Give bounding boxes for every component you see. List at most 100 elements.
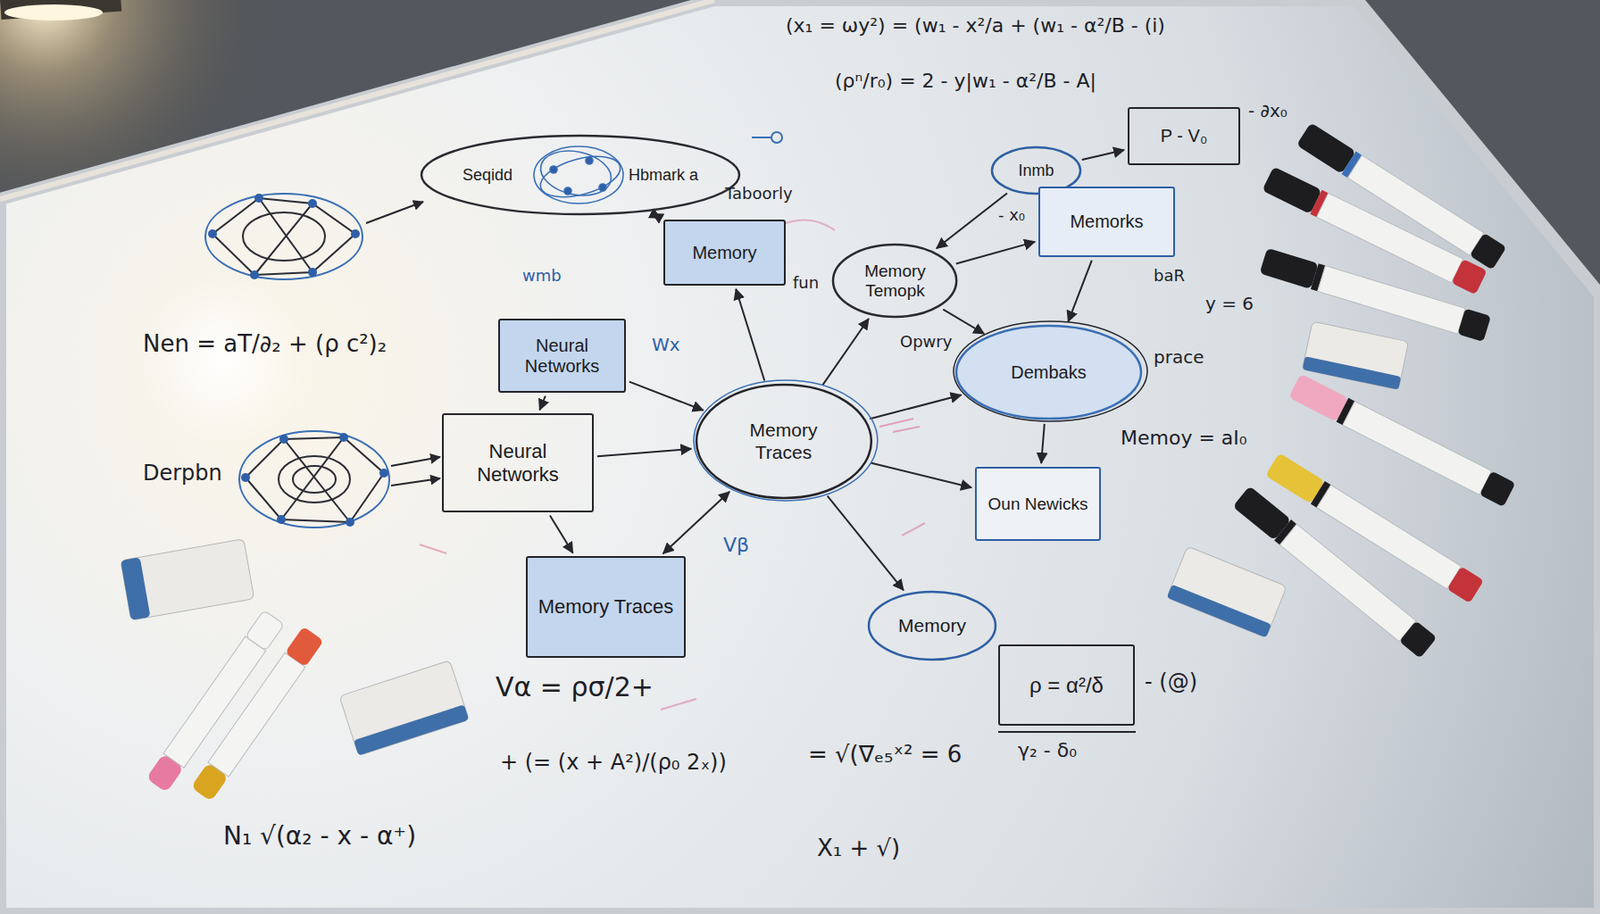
sketch-ring <box>278 456 350 503</box>
sketch-arrow <box>366 201 424 224</box>
process-box: Neural Networks <box>441 413 594 513</box>
ellipse-ring <box>953 321 1148 422</box>
node-text: Memory Traces <box>538 595 675 618</box>
eraser-felt <box>1166 584 1272 639</box>
node-content: Inmb <box>1017 161 1054 181</box>
sketch-arrow <box>391 457 441 467</box>
marker-end <box>1399 620 1437 659</box>
node-text: Memory Traces <box>724 419 842 463</box>
node-text: Memory <box>691 242 757 264</box>
sketch-ring <box>292 466 336 493</box>
ellipse-shape <box>696 384 872 499</box>
sketch-dot <box>379 468 389 478</box>
connector-arrow <box>1067 260 1092 323</box>
sketch-dot <box>308 267 317 277</box>
handwritten-note: Taboorly <box>725 183 793 204</box>
formula-box: P - V₀ <box>1127 107 1241 166</box>
connector-arrow <box>1041 424 1045 464</box>
node-content: SeqiddHbmark a <box>462 166 699 185</box>
equation: (x₁ = ωy²) = (w₁ - x²/a + (w₁ - α²/B - (… <box>785 14 1166 38</box>
marker-cap <box>1288 374 1349 423</box>
sketch-dot <box>339 433 349 442</box>
small-circle <box>771 132 783 143</box>
handwritten-note: wmb <box>522 266 562 286</box>
sketch-ring <box>242 212 325 261</box>
node-content: Memory Traces <box>724 419 842 463</box>
eraser <box>1302 321 1409 391</box>
node-content: Memory Traces <box>538 595 675 618</box>
marker-end <box>1447 566 1484 603</box>
process-box: Neural Networks <box>498 318 626 393</box>
node-text: Inmb <box>1017 161 1054 181</box>
ellipse-shape <box>956 325 1142 419</box>
equation: = √(∇ₑ₅ˣ² = 6 <box>808 741 962 769</box>
pink-scribble <box>879 418 920 433</box>
connector-group <box>539 150 1125 591</box>
marker-end <box>1457 308 1491 342</box>
blob-dot <box>585 157 593 165</box>
eraser-block <box>120 539 255 621</box>
connector-arrow <box>870 462 972 488</box>
sketch-dot <box>350 229 360 239</box>
equation: N₁ √(α₂ - x - α⁺) <box>223 821 417 852</box>
sketch-dot <box>308 199 317 209</box>
node-content: Dembaks <box>1010 362 1086 384</box>
equation: + (= (x + A²)/(ρ₀ 2ₓ)) <box>500 750 727 776</box>
sketch-dot <box>241 473 250 483</box>
network-sketch <box>239 431 441 528</box>
node-text: Neural Networks <box>452 440 584 486</box>
process-box: Memory <box>663 219 786 286</box>
concept-ellipse: SeqiddHbmark a <box>419 133 742 217</box>
handwritten-note: Opwry <box>900 332 952 352</box>
eraser-felt <box>120 557 150 621</box>
marker-body <box>1279 524 1417 642</box>
eraser-block <box>1166 546 1287 638</box>
connector-arrow <box>735 289 765 382</box>
ellipse-shape <box>833 244 957 317</box>
process-box: Oun Newicks <box>975 466 1101 542</box>
concept-ellipse: Memory <box>866 590 998 662</box>
equation: - x₀ <box>998 205 1025 225</box>
equation: Memoy = aI₀ <box>1120 426 1248 450</box>
process-box: Memory Traces <box>525 556 686 659</box>
eraser-block <box>1302 321 1409 391</box>
connector-arrow <box>936 192 1008 249</box>
marker-end <box>245 610 285 652</box>
fraction-line <box>998 731 1136 734</box>
process-box: Memorks <box>1038 186 1175 258</box>
node-content: Memory Temopk <box>854 261 937 301</box>
concept-ellipse: Memory Temopk <box>831 242 959 319</box>
handwritten-note: prace <box>1153 346 1204 368</box>
sketch-ring <box>239 431 390 528</box>
marker-end <box>1469 233 1507 270</box>
handwritten-note: fun <box>792 273 819 293</box>
pink-scribble <box>419 523 925 710</box>
node-text: Oun Newicks <box>988 494 1089 515</box>
connector-arrow <box>942 309 984 334</box>
equation: (ρⁿ/r₀) = 2 - y|w₁ - α²/B - A| <box>834 69 1097 93</box>
sketch-dot <box>208 229 217 239</box>
marker-body <box>1317 266 1467 335</box>
ellipse-ring <box>693 380 878 501</box>
sketch-arrow <box>391 478 441 486</box>
equation: - (@) <box>1144 669 1198 696</box>
network-sketch <box>205 193 424 280</box>
marker-end <box>284 626 325 668</box>
connector-arrow <box>822 318 869 386</box>
weight-label: Vβ <box>723 533 750 558</box>
node-content: Oun Newicks <box>988 494 1089 515</box>
sketch-links <box>212 198 356 275</box>
blob-ring <box>535 149 625 205</box>
eraser <box>120 539 255 621</box>
node-content: Memory <box>898 615 967 637</box>
node-text: P - V₀ <box>1160 125 1208 147</box>
node-content: Memory <box>691 242 757 264</box>
marker-pen <box>1259 248 1492 342</box>
connector-arrow <box>663 491 731 554</box>
connector-arrow <box>956 241 1035 265</box>
sketch-links <box>245 437 384 523</box>
node-content: Memorks <box>1069 211 1143 233</box>
